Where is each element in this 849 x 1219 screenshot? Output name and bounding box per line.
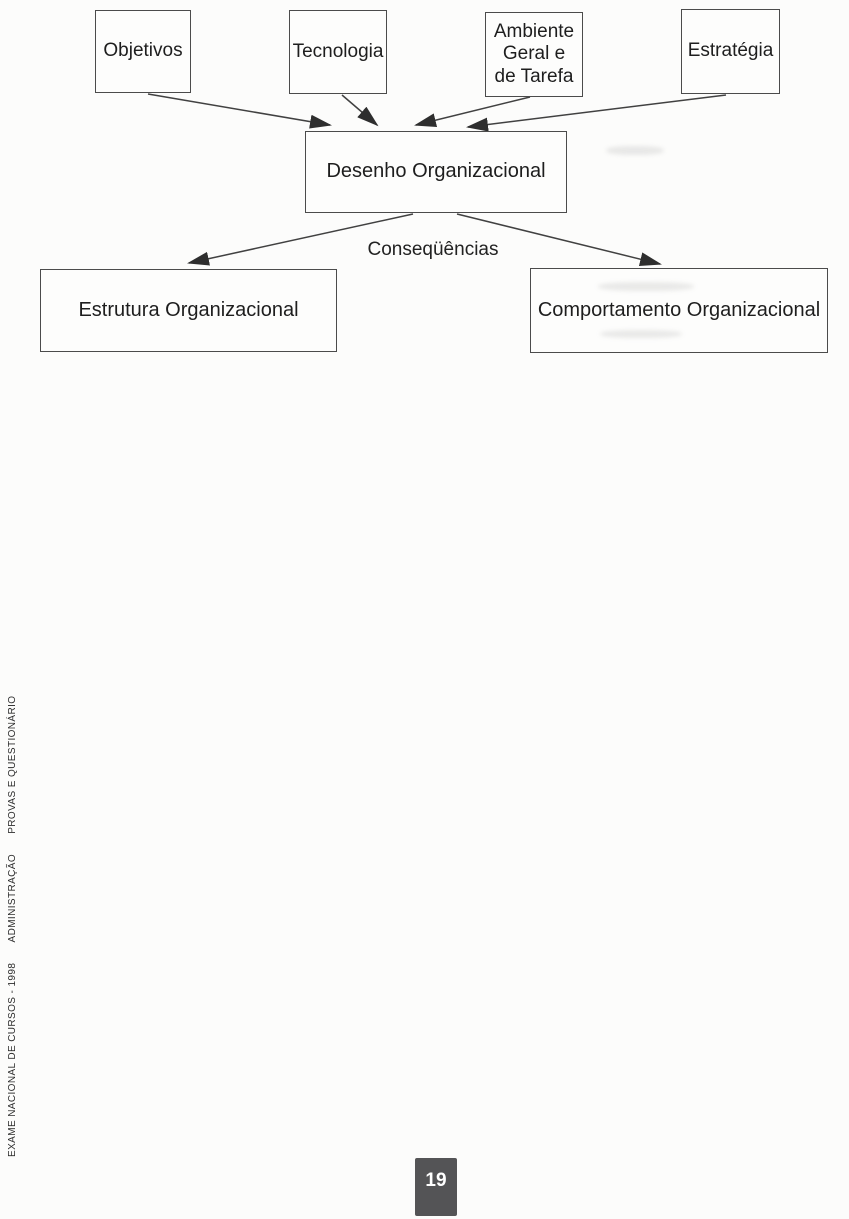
box-objetivos: Objetivos <box>95 10 191 93</box>
box-objetivos-label: Objetivos <box>103 40 183 62</box>
sidebar-caption-section: PROVAS E QUESTIONÁRIO <box>7 695 18 834</box>
box-comportamento-organizacional: Comportamento Organizacional <box>530 268 828 353</box>
sidebar-caption-exam: EXAME NACIONAL DE CURSOS - 1998 <box>7 962 18 1157</box>
box-desenho-organizacional: Desenho Organizacional <box>305 131 567 213</box>
page-number: 19 <box>425 1170 447 1191</box>
box-estrutura-label: Estrutura Organizacional <box>78 298 299 321</box>
box-comportamento-label: Comportamento Organizacional <box>537 298 821 321</box>
box-tecnologia-label: Tecnologia <box>292 40 384 62</box>
arrow-tecnologia-to-desenho <box>341 94 379 127</box>
box-estrategia-label: Estratégia <box>687 40 774 62</box>
sidebar-vertical-caption: EXAME NACIONAL DE CURSOS - 1998 ADMINIST… <box>7 696 18 1157</box>
box-ambiente-label: Ambiente Geral e de Tarefa <box>493 20 575 87</box>
arrow-objetivos-to-desenho <box>147 93 332 129</box>
sidebar-caption-course: ADMINISTRAÇÃO <box>7 853 18 943</box>
box-estrutura-organizacional: Estrutura Organizacional <box>40 269 337 352</box>
box-estrategia: Estratégia <box>681 9 780 94</box>
box-desenho-label: Desenho Organizacional <box>326 160 546 183</box>
scan-bleed-artifact <box>606 146 664 155</box>
arrow-estrategia-to-desenho <box>466 94 727 132</box>
arrow-ambiente-to-desenho <box>414 96 531 128</box>
box-tecnologia: Tecnologia <box>289 10 387 94</box>
page-number-badge: 19 <box>415 1158 457 1216</box>
box-ambiente-geral-e-de-tarefa: Ambiente Geral e de Tarefa <box>485 12 583 97</box>
connector-label-consequencias: Conseqüências <box>367 239 499 260</box>
